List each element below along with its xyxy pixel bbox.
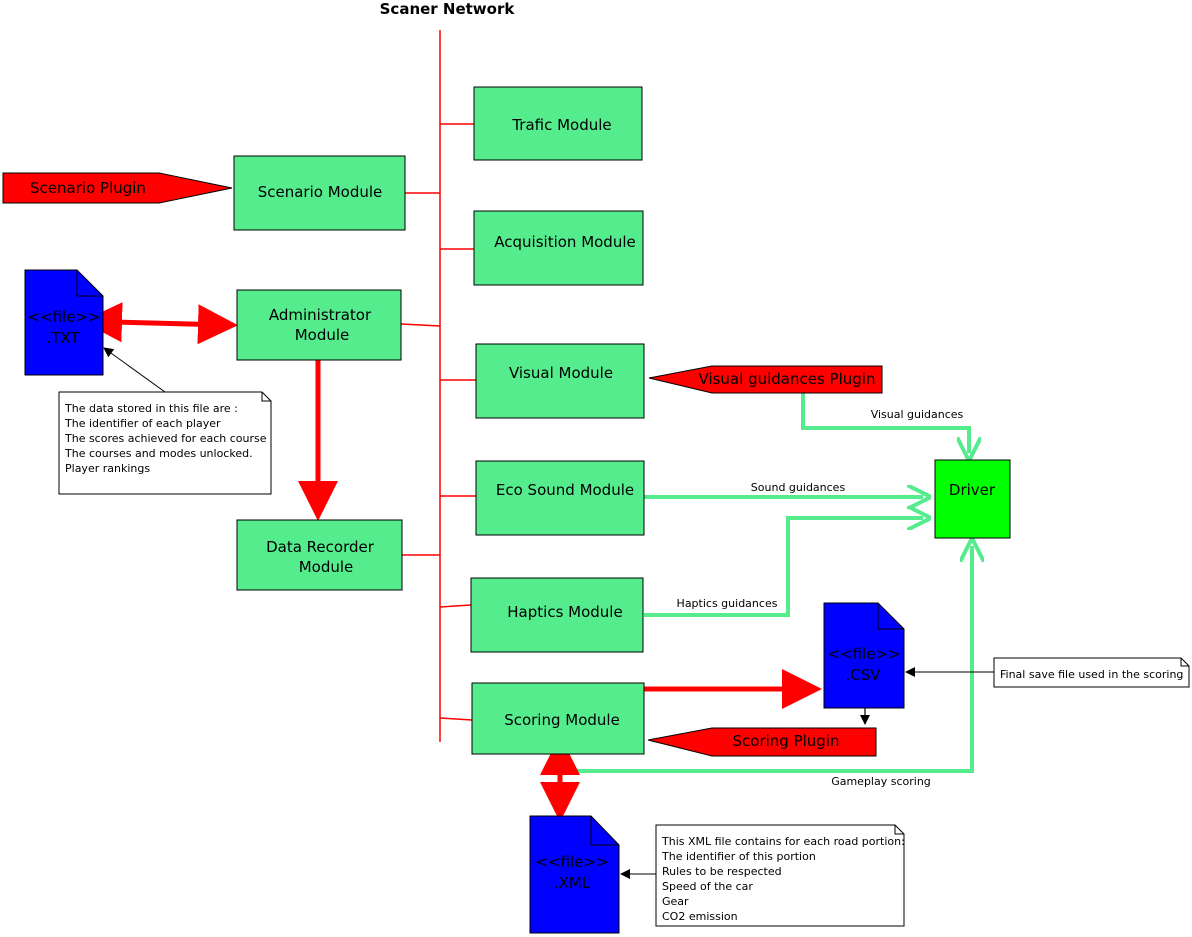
xml-note-line-3: Rules to be respected [662,865,782,878]
txt-note-line-4: The courses and modes unlocked. [64,447,253,460]
trafic-module: Trafic Module [473,86,643,161]
txt-file-extension: .TXT [46,329,80,347]
scoring-plugin-label: Scoring Plugin [733,732,840,750]
xml-note: This XML file contains for each road por… [620,824,905,927]
data-recorder-module-label-2: Module [299,558,354,576]
txt-note-line-3: The scores achieved for each course [64,432,267,445]
txt-file: <<file>> .TXT [24,269,104,376]
administrator-module: Administrator Module [236,289,402,361]
trafic-module-label: Trafic Module [511,116,611,134]
scoring-module-label: Scoring Module [504,711,620,729]
visual-guidances-label: Visual guidances [871,408,964,421]
network-bus [400,30,476,742]
txt-note-line-2: The identifier of each player [64,417,221,430]
xml-file-stereotype: <<file>> [535,853,608,871]
csv-file-extension: .CSV [845,666,881,684]
acquisition-module-label: Acquisition Module [494,233,635,251]
driver-label: Driver [949,481,996,499]
visual-guidances-plugin: Visual guidances Plugin [648,365,883,394]
xml-note-line-5: Gear [662,895,689,908]
scenario-module: Scenario Module [233,155,406,231]
haptics-guidance-arrow [644,518,923,617]
haptics-module-label: Haptics Module [507,603,622,621]
scoring-module: Scoring Module [471,682,645,755]
gameplay-scoring-label: Gameplay scoring [831,775,931,788]
diagram-title: Scaner Network [380,0,516,18]
csv-note-line-1: Final save file used in the scoring [1000,668,1183,681]
scenario-plugin: Scenario Plugin [2,172,233,204]
sound-guidances-label: Sound guidances [751,481,846,494]
csv-file-stereotype: <<file>> [827,645,900,663]
txt-note: The data stored in this file are : The i… [58,347,272,495]
visual-plugin-label: Visual guidances Plugin [699,370,876,388]
txt-file-stereotype: <<file>> [27,308,100,326]
txt-note-line-5: Player rankings [65,462,150,475]
administrator-module-label-1: Administrator [269,306,372,324]
csv-note: Final save file used in the scoring [905,657,1190,688]
xml-file-extension: .XML [554,874,591,892]
data-recorder-module: Data Recorder Module [236,519,403,591]
acquisition-module: Acquisition Module [473,210,644,286]
scenario-plugin-label: Scenario Plugin [30,179,146,197]
visual-module: Visual Module [475,343,645,419]
visual-guidance-arrow [801,393,969,453]
haptics-module: Haptics Module [470,577,644,653]
driver-box: Driver [934,459,1011,539]
visual-module-label: Visual Module [509,364,613,382]
xml-note-line-1: This XML file contains for each road por… [661,835,905,848]
data-recorder-module-label-1: Data Recorder [266,538,375,556]
haptics-guidances-label: Haptics guidances [677,597,778,610]
administrator-module-label-2: Module [295,326,350,344]
txt-admin-arrow [82,302,238,345]
scenario-module-label: Scenario Module [258,183,383,201]
red-arrows [82,302,822,822]
eco-sound-module: Eco Sound Module [475,460,645,536]
csv-file: <<file>> .CSV [823,602,905,709]
eco-sound-module-label: Eco Sound Module [496,481,634,499]
scoring-plugin: Scoring Plugin [647,727,877,757]
xml-note-line-4: Speed of the car [662,880,753,893]
xml-file: <<file>> .XML [529,815,620,934]
txt-note-line-1: The data stored in this file are : [64,402,238,415]
xml-note-line-6: CO2 emission [662,910,738,923]
xml-note-line-2: The identifier of this portion [661,850,816,863]
